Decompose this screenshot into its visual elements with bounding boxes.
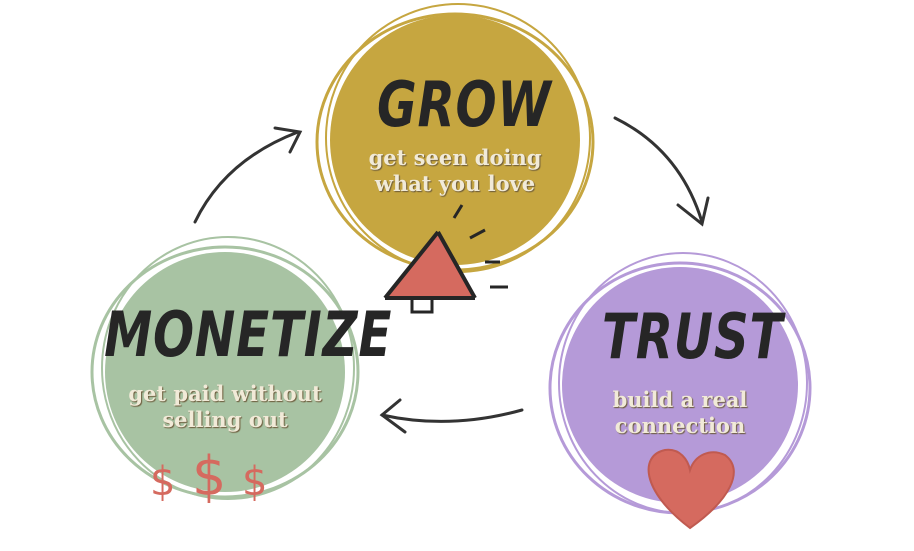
trust-subtitle-line1: build a real xyxy=(612,387,748,412)
heart-icon xyxy=(647,448,735,530)
arrow-trust-to-monetize xyxy=(379,398,524,434)
grow-subtitle-line2: what you love xyxy=(374,171,536,196)
trust-subtitle-line2: connection xyxy=(614,413,746,438)
monetize-subtitle-line2: selling out xyxy=(162,407,288,432)
monetize-title: MONETIZE xyxy=(104,298,393,371)
grow-title: GROW xyxy=(377,68,552,141)
arrow-grow-to-trust xyxy=(613,116,710,227)
megaphone-icon xyxy=(383,204,508,314)
monetize-subtitle-line1: get paid without xyxy=(128,381,322,406)
arrow-monetize-to-grow xyxy=(193,126,303,224)
grow-subtitle-line1: get seen doing xyxy=(368,145,542,170)
dollar-icon: $ xyxy=(242,459,268,505)
trust-title: TRUST xyxy=(602,300,784,373)
dollar-icon: $ xyxy=(192,445,227,508)
monetize-circle xyxy=(90,236,360,500)
dollar-icon: $ xyxy=(150,459,176,505)
